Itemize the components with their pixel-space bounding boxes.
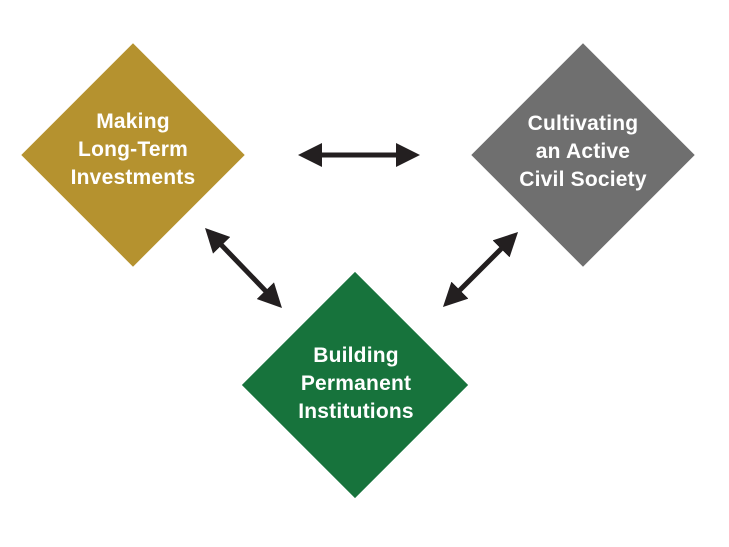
label-line: Investments — [70, 166, 196, 189]
label-line: Institutions — [298, 400, 414, 423]
label-line: Permanent — [300, 372, 412, 395]
label-line: Long-Term — [78, 138, 188, 161]
double-arrow-gray-green — [442, 231, 519, 308]
label-line: Making — [96, 110, 170, 133]
double-arrow-gold-green — [205, 228, 282, 308]
label-making-long-term-investments: Making Long-Term Investments — [38, 108, 228, 192]
label-line: Building — [313, 344, 399, 367]
label-line: Civil Society — [519, 168, 647, 191]
label-line: Cultivating — [527, 112, 639, 135]
label-line: an Active — [535, 140, 631, 163]
label-building-permanent-institutions: Building Permanent Institutions — [261, 342, 451, 426]
label-cultivating-an-active-civil-society: Cultivating an Active Civil Society — [488, 110, 678, 194]
